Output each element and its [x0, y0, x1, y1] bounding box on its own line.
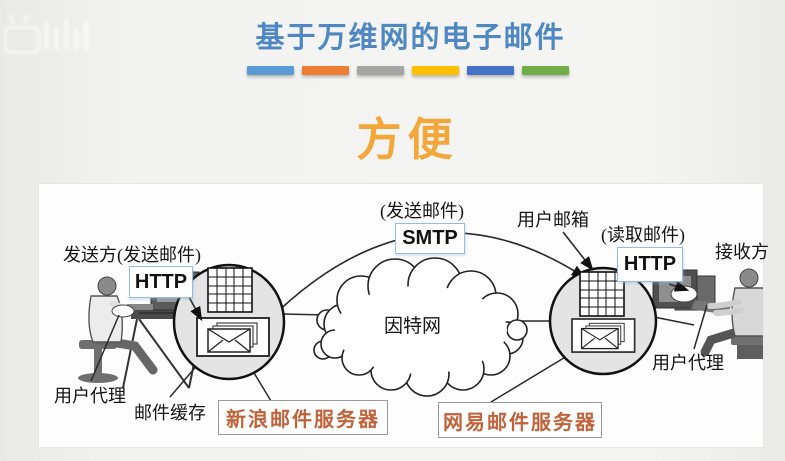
user-mailbox-label: 用户邮箱 [517, 210, 589, 230]
sina-server-circle [172, 263, 286, 381]
title-divider-bar [357, 66, 404, 75]
netease-server-circle [548, 266, 658, 376]
mail-cache-envelope-icon [571, 318, 636, 353]
sender-caption: 发送方(发送邮件) [63, 245, 201, 265]
subtitle-keyword: 方便 [356, 115, 459, 165]
email-flow-diagram-canvas [78, 231, 763, 403]
smtp-box: SMTP [395, 223, 465, 254]
mail-cache-label: 邮件缓存 [134, 403, 206, 423]
title-divider-bar [467, 66, 514, 75]
http-left-box: HTTP [129, 266, 193, 298]
netease-server-box: 网易邮件服务器 [438, 402, 602, 438]
http-right-box: HTTP [617, 247, 683, 282]
title-divider-bar [302, 66, 349, 75]
user-agent-right-label: 用户代理 [652, 353, 724, 373]
mail-cache-envelope-icon [196, 317, 270, 357]
title-divider-bar [247, 66, 294, 75]
sina-server-box: 新浪邮件服务器 [218, 400, 388, 435]
send-mail-caption: (发送邮件) [380, 201, 464, 221]
receiver-caption: 接收方 [715, 242, 769, 262]
title-divider-bars [247, 66, 569, 75]
title-divider-bar [412, 66, 459, 75]
read-mail-caption: (读取邮件) [601, 225, 685, 245]
receiver-person-illustration [652, 268, 763, 359]
flow-arrows [188, 231, 690, 322]
mailbox-grid-icon [207, 267, 253, 313]
title-divider-bar [522, 66, 569, 75]
watermark-logo [0, 8, 120, 60]
internet-label: 因特网 [384, 316, 442, 337]
user-agent-left-label: 用户代理 [54, 386, 126, 406]
internet-cloud [313, 257, 528, 397]
page-title: 基于万维网的电子邮件 [255, 22, 566, 54]
email-flow-diagram: 发送方(发送邮件) HTTP (发送邮件) SMTP 用户邮箱 (读取邮件) H… [38, 183, 769, 448]
